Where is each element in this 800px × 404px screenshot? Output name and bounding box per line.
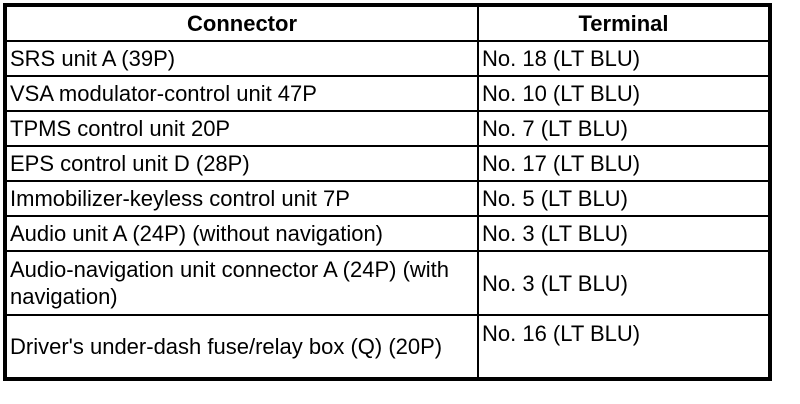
connector-terminal-table: Connector Terminal SRS unit A (39P) No. …	[3, 3, 772, 381]
connector-cell: VSA modulator-control unit 47P	[4, 75, 479, 112]
terminal-cell: No. 16 (LT BLU)	[477, 314, 771, 380]
terminal-cell: No. 10 (LT BLU)	[477, 75, 771, 112]
table-row: SRS unit A (39P) No. 18 (LT BLU)	[4, 40, 771, 77]
document-scan: Connector Terminal SRS unit A (39P) No. …	[3, 3, 772, 381]
connector-cell: EPS control unit D (28P)	[4, 145, 479, 182]
table-row: Audio unit A (24P) (without navigation) …	[4, 215, 771, 252]
column-header-connector: Connector	[4, 4, 479, 42]
terminal-cell: No. 17 (LT BLU)	[477, 145, 771, 182]
connector-cell: Immobilizer-keyless control unit 7P	[4, 180, 479, 217]
table-row: Audio-navigation unit connector A (24P) …	[4, 250, 771, 316]
terminal-cell: No. 5 (LT BLU)	[477, 180, 771, 217]
header-row: Connector Terminal	[4, 4, 771, 42]
table-row: EPS control unit D (28P) No. 17 (LT BLU)	[4, 145, 771, 182]
column-header-terminal: Terminal	[477, 4, 771, 42]
table-row: Immobilizer-keyless control unit 7P No. …	[4, 180, 771, 217]
table-row: Driver's under-dash fuse/relay box (Q) (…	[4, 314, 771, 380]
terminal-cell: No. 3 (LT BLU)	[477, 215, 771, 252]
connector-cell: Driver's under-dash fuse/relay box (Q) (…	[4, 314, 479, 380]
connector-cell: SRS unit A (39P)	[4, 40, 479, 77]
terminal-cell: No. 18 (LT BLU)	[477, 40, 771, 77]
connector-cell: TPMS control unit 20P	[4, 110, 479, 147]
terminal-cell: No. 3 (LT BLU)	[477, 250, 771, 316]
connector-cell: Audio unit A (24P) (without navigation)	[4, 215, 479, 252]
connector-cell: Audio-navigation unit connector A (24P) …	[4, 250, 479, 316]
table-row: TPMS control unit 20P No. 7 (LT BLU)	[4, 110, 771, 147]
terminal-cell: No. 7 (LT BLU)	[477, 110, 771, 147]
table-row: VSA modulator-control unit 47P No. 10 (L…	[4, 75, 771, 112]
